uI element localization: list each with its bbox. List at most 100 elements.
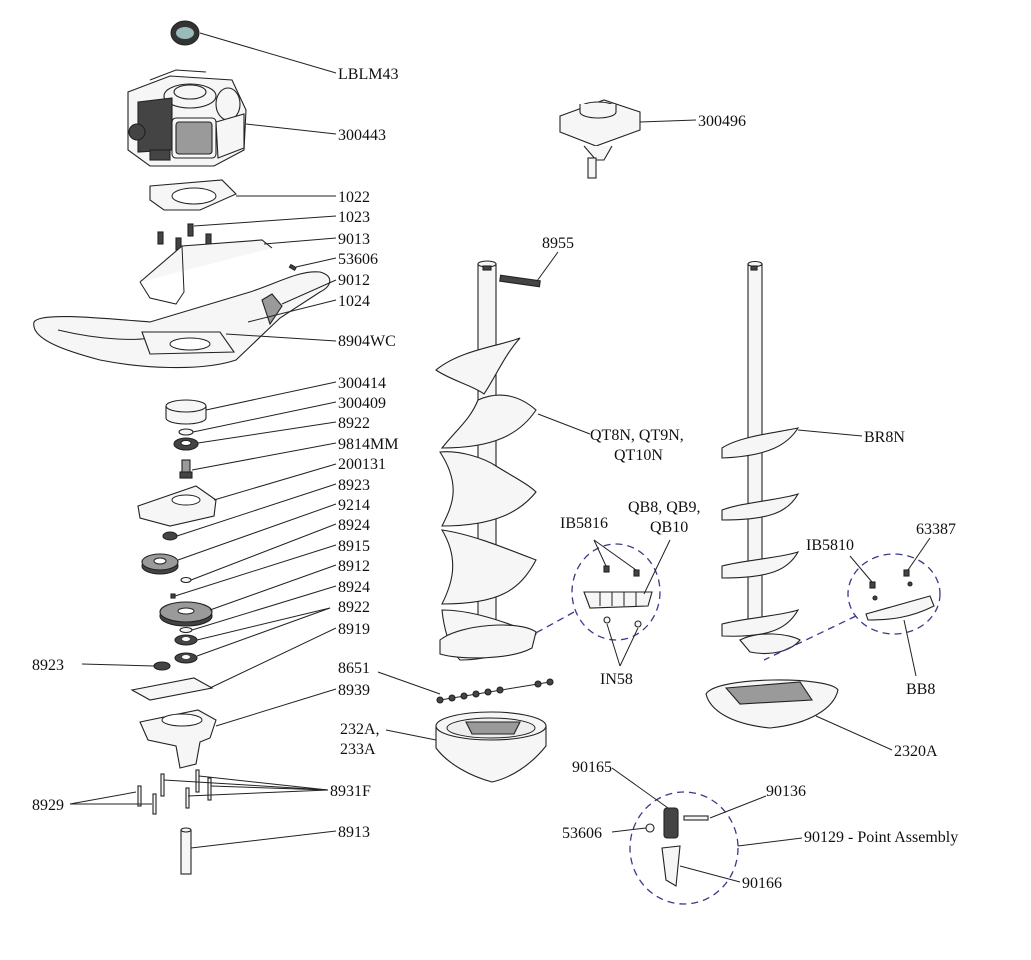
chain-drawing <box>436 678 554 704</box>
label-2320a: 2320A <box>894 743 938 760</box>
label-in58: IN58 <box>600 671 633 688</box>
qb-inset-connector <box>533 611 575 635</box>
label-qb-line1: QB8, QB9, <box>628 499 700 516</box>
label-9814mm: 9814MM <box>338 436 398 453</box>
washer-small-drawing <box>180 576 192 584</box>
label-8915: 8915 <box>338 538 370 555</box>
leader-90166 <box>679 865 741 883</box>
pinion-drawing <box>179 459 193 479</box>
auger-bolt-drawing <box>499 274 541 288</box>
leader-bb8 <box>903 619 917 677</box>
label-qb-line2: QB10 <box>650 519 688 536</box>
idler-gear-drawing <box>141 553 179 575</box>
label-8922-bottom: 8922 <box>338 599 370 616</box>
label-200131: 200131 <box>338 456 386 473</box>
label-300414: 300414 <box>338 375 386 392</box>
cup-232a-drawing <box>435 711 547 783</box>
label-9012: 9012 <box>338 272 370 289</box>
label-8924-top: 8924 <box>338 517 370 534</box>
label-br8n: BR8N <box>864 429 905 446</box>
leader-ib5810 <box>849 555 873 583</box>
br-auger-drawing <box>721 260 801 655</box>
ring-drawing <box>165 399 207 425</box>
label-233a: 233A <box>340 741 376 758</box>
label-ib5810: IB5810 <box>806 537 854 554</box>
key-drawing <box>170 593 176 599</box>
point-assembly-drawing <box>645 807 709 887</box>
label-8939: 8939 <box>338 682 370 699</box>
label-1024: 1024 <box>338 293 370 310</box>
leader-8955 <box>536 251 559 282</box>
gearbox-adapter-drawing <box>559 99 641 179</box>
bb-blade-inset <box>847 553 941 635</box>
label-8913: 8913 <box>338 824 370 841</box>
point-assembly-inset <box>629 791 739 905</box>
label-ib5816: IB5816 <box>560 515 608 532</box>
labels-left: LBLM43 300443 1022 1023 9013 53606 9012 … <box>32 66 398 841</box>
bearing-lower-drawing <box>174 634 198 664</box>
label-53606: 53606 <box>338 251 378 268</box>
label-qt-line2: QT10N <box>614 447 663 464</box>
label-300496: 300496 <box>698 113 746 130</box>
label-8931f: 8931F <box>330 783 371 800</box>
leader-90165 <box>611 767 669 809</box>
bb-blade-drawing <box>865 569 935 621</box>
label-8651: 8651 <box>338 660 370 677</box>
bb-inset-connector <box>763 615 857 661</box>
cup-2320a-drawing <box>705 679 839 729</box>
bearing-top-drawing <box>173 437 199 451</box>
label-300409: 300409 <box>338 395 386 412</box>
label-8922-top: 8922 <box>338 415 370 432</box>
label-1023: 1023 <box>338 209 370 226</box>
leader-232a <box>385 729 437 741</box>
label-8955: 8955 <box>542 235 574 252</box>
label-8929: 8929 <box>32 797 64 814</box>
label-8919: 8919 <box>338 621 370 638</box>
label-8912: 8912 <box>338 558 370 575</box>
handle-frame-drawing <box>33 271 331 369</box>
leader-53606 <box>611 827 647 833</box>
label-90129: 90129 - Point Assembly <box>804 829 958 846</box>
pin-drawing <box>288 263 297 271</box>
label-bb8: BB8 <box>906 681 935 698</box>
leader-br8n <box>797 429 863 437</box>
adapter-plate-drawing <box>149 179 237 211</box>
output-shaft-drawing <box>180 827 192 875</box>
leader-ib5816-a <box>593 539 607 567</box>
label-8924-bottom: 8924 <box>338 579 370 596</box>
label-90166: 90166 <box>742 875 782 892</box>
leader-90136 <box>709 795 767 819</box>
leader-qt <box>537 413 591 435</box>
leader-in58-a <box>606 623 621 667</box>
label-232a: 232A, <box>340 721 380 738</box>
leader-ib5816-b <box>593 539 637 571</box>
label-300443: 300443 <box>338 127 386 144</box>
leader-300496 <box>639 119 697 123</box>
main-gear-drawing <box>159 601 213 627</box>
leader-qb <box>643 539 671 595</box>
label-8904wc: 8904WC <box>338 333 396 350</box>
qb-blade-drawing <box>583 565 653 628</box>
leader-lines-left <box>69 32 337 849</box>
leader-63387 <box>907 537 931 571</box>
bearing-mid-drawing <box>162 531 178 541</box>
label-53606-point: 53606 <box>562 825 602 842</box>
label-lblm43: LBLM43 <box>338 66 398 83</box>
bearing-left-drawing <box>153 661 171 671</box>
washer-lower-drawing <box>179 626 193 634</box>
gear-cover-drawing <box>137 485 217 527</box>
leader-90129 <box>737 837 803 847</box>
leader-8651 <box>377 671 441 695</box>
label-qt-line1: QT8N, QT9N, <box>590 427 684 444</box>
label-9013: 9013 <box>338 231 370 248</box>
engine-part-drawing <box>127 69 247 167</box>
label-1022: 1022 <box>338 189 370 206</box>
bolts-drawing <box>137 769 212 815</box>
qt-auger-drawing <box>435 260 537 661</box>
label-63387: 63387 <box>916 521 956 538</box>
leader-in58-b <box>619 627 639 667</box>
label-90165: 90165 <box>572 759 612 776</box>
badge-part-drawing <box>170 20 200 46</box>
label-8923-top: 8923 <box>338 477 370 494</box>
